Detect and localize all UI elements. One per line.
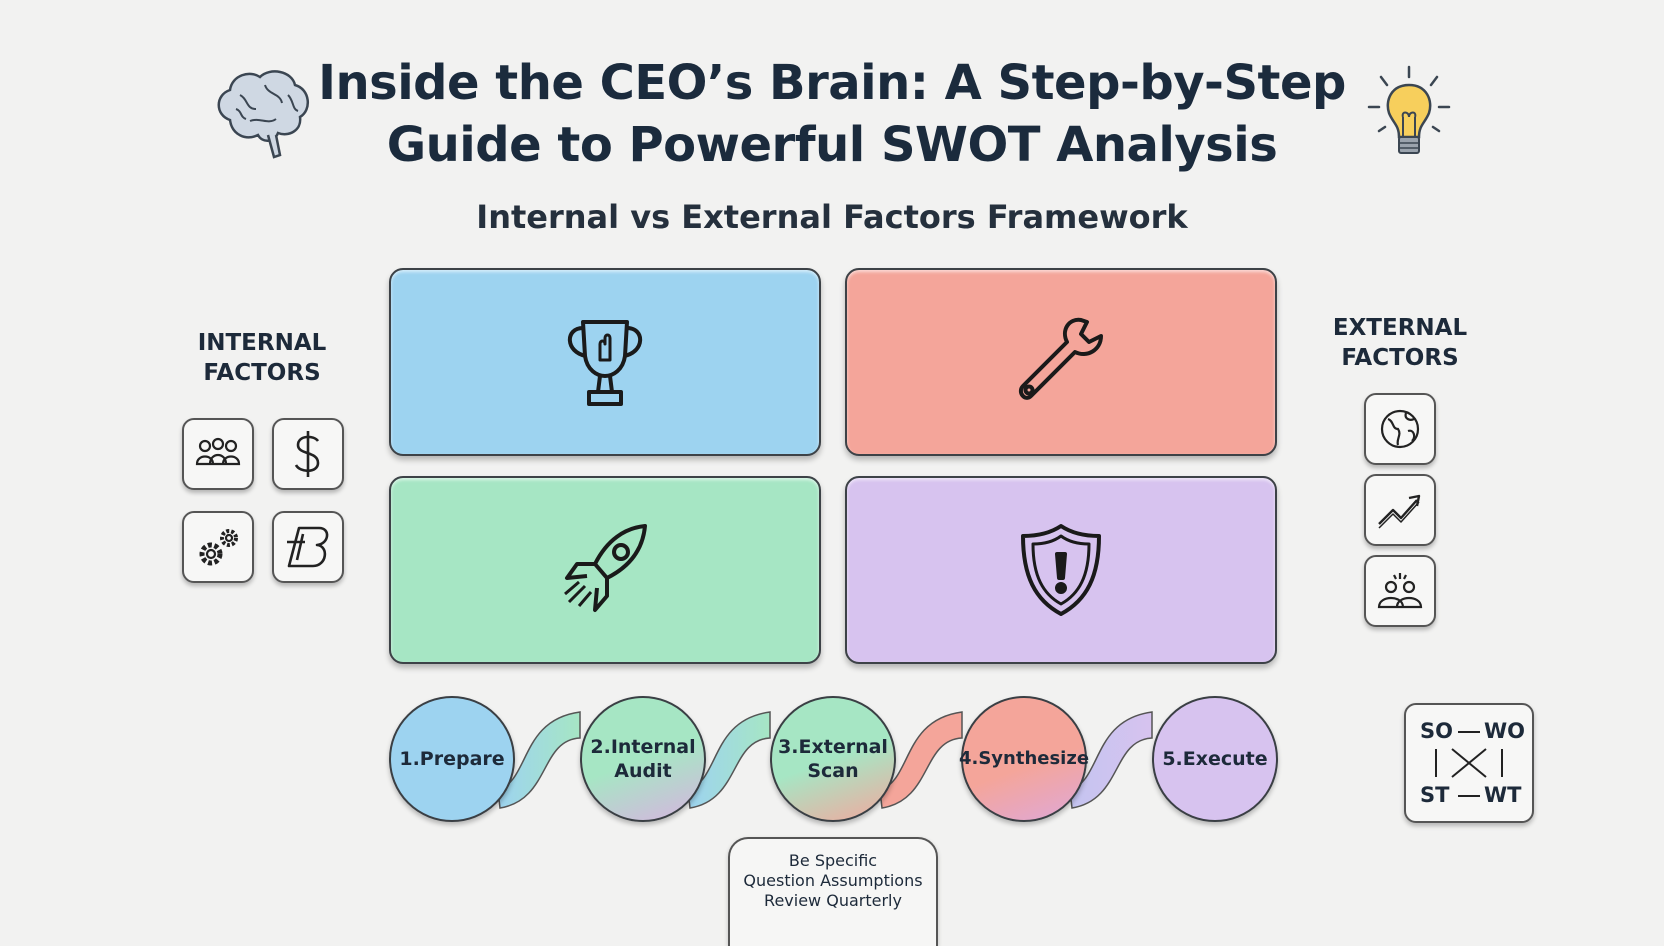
matrix-wt: WT bbox=[1484, 783, 1522, 807]
internal-label-line2: FACTORS bbox=[203, 360, 321, 386]
title-line-2: Guide to Powerful SWOT Analysis bbox=[386, 117, 1278, 173]
matrix-wo: WO bbox=[1484, 719, 1526, 743]
step-label: 1.Prepare bbox=[399, 748, 505, 770]
wrench-icon bbox=[1018, 317, 1103, 400]
people-icon bbox=[182, 418, 254, 490]
page-title: Inside the CEO’s Brain: A Step-by-Step G… bbox=[300, 52, 1364, 176]
step-label-2: Scan bbox=[807, 760, 859, 782]
step-label-2: Audit bbox=[614, 760, 672, 782]
rocket-icon bbox=[564, 524, 647, 612]
brand-b-icon bbox=[272, 511, 344, 583]
tows-matrix: SO WO ST WT bbox=[1404, 703, 1534, 823]
tips-card: Be Specific Question Assumptions Review … bbox=[728, 837, 938, 946]
step-connectors bbox=[497, 711, 1153, 809]
quadrant-opportunities bbox=[389, 476, 821, 664]
quadrant-strengths bbox=[389, 268, 821, 456]
dollar-icon bbox=[272, 418, 344, 490]
competitors-icon bbox=[1364, 555, 1436, 627]
external-factors-label: EXTERNAL FACTORS bbox=[1310, 313, 1490, 373]
internal-label-line1: INTERNAL bbox=[197, 330, 327, 356]
tip-item: Be Specific bbox=[788, 851, 878, 870]
trend-up-icon bbox=[1364, 474, 1436, 546]
arrow-3-4 bbox=[879, 711, 963, 809]
step-synthesize[interactable]: 4.Synthesize bbox=[958, 696, 1090, 822]
quadrant-threats bbox=[845, 476, 1277, 664]
step-prepare[interactable]: 1.Prepare bbox=[389, 696, 515, 822]
lightbulb-icon bbox=[1365, 65, 1453, 165]
globe-icon bbox=[1364, 393, 1436, 465]
tip-item: Question Assumptions bbox=[743, 871, 923, 890]
subtitle: Internal vs External Factors Framework bbox=[476, 198, 1188, 236]
quadrant-weaknesses bbox=[845, 268, 1277, 456]
step-label: 5.Execute bbox=[1162, 748, 1268, 770]
trophy-icon bbox=[567, 320, 643, 406]
step-execute[interactable]: 5.Execute bbox=[1152, 696, 1278, 822]
title-line-1: Inside the CEO’s Brain: A Step-by-Step bbox=[318, 55, 1346, 111]
brain-icon bbox=[210, 65, 316, 165]
step-label: 4.Synthesize bbox=[958, 748, 1090, 769]
internal-factors-label: INTERNAL FACTORS bbox=[172, 328, 352, 388]
step-label: 2.Internal bbox=[590, 736, 696, 758]
tip-item: Review Quarterly bbox=[764, 891, 902, 910]
step-label: 3.External bbox=[778, 736, 888, 758]
gears-icon bbox=[182, 511, 254, 583]
arrow-1-2 bbox=[497, 711, 581, 809]
arrow-4-5 bbox=[1069, 711, 1153, 809]
external-label-line1: EXTERNAL bbox=[1332, 315, 1468, 341]
matrix-st: ST bbox=[1420, 783, 1450, 807]
arrow-2-3 bbox=[687, 711, 771, 809]
matrix-lines bbox=[1435, 731, 1503, 797]
matrix-so: SO bbox=[1420, 719, 1453, 743]
external-label-line2: FACTORS bbox=[1341, 345, 1459, 371]
shield-alert-icon bbox=[1021, 524, 1101, 616]
